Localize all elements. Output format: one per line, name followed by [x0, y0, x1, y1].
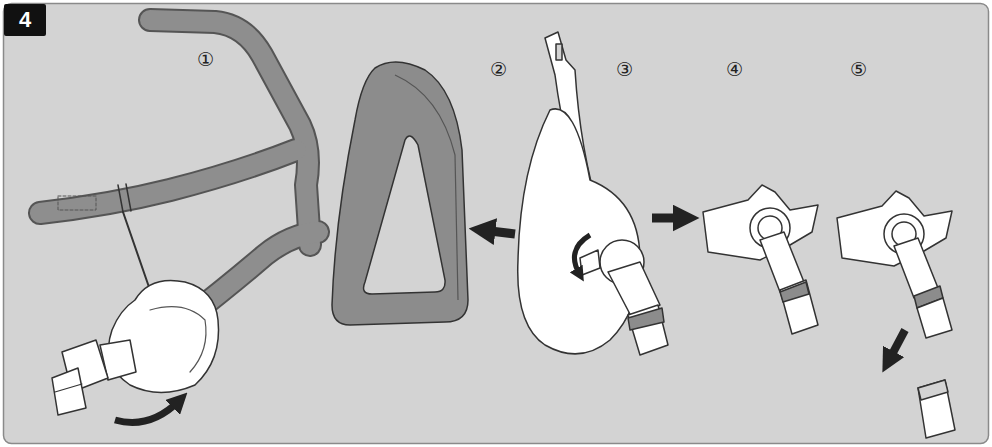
step-number: 4 — [19, 7, 31, 33]
callout-number: ④ — [726, 60, 743, 79]
panel — [4, 4, 989, 444]
callout-number: ⑤ — [850, 60, 867, 79]
elbow — [703, 185, 818, 334]
direction-arrow — [888, 330, 905, 362]
callout-number: ③ — [616, 60, 633, 79]
cushion — [332, 62, 468, 325]
rotate-arrow — [115, 400, 180, 423]
step-badge: 4 — [4, 4, 46, 36]
direction-arrow — [482, 230, 515, 234]
mask-frame — [518, 32, 668, 355]
direction-arrow — [652, 214, 686, 223]
callout-number: ② — [490, 60, 507, 79]
callout-number: ① — [197, 50, 214, 69]
elbow-swivel — [837, 191, 955, 438]
rotate-arrow — [574, 235, 590, 275]
headgear-assembly — [40, 20, 318, 415]
